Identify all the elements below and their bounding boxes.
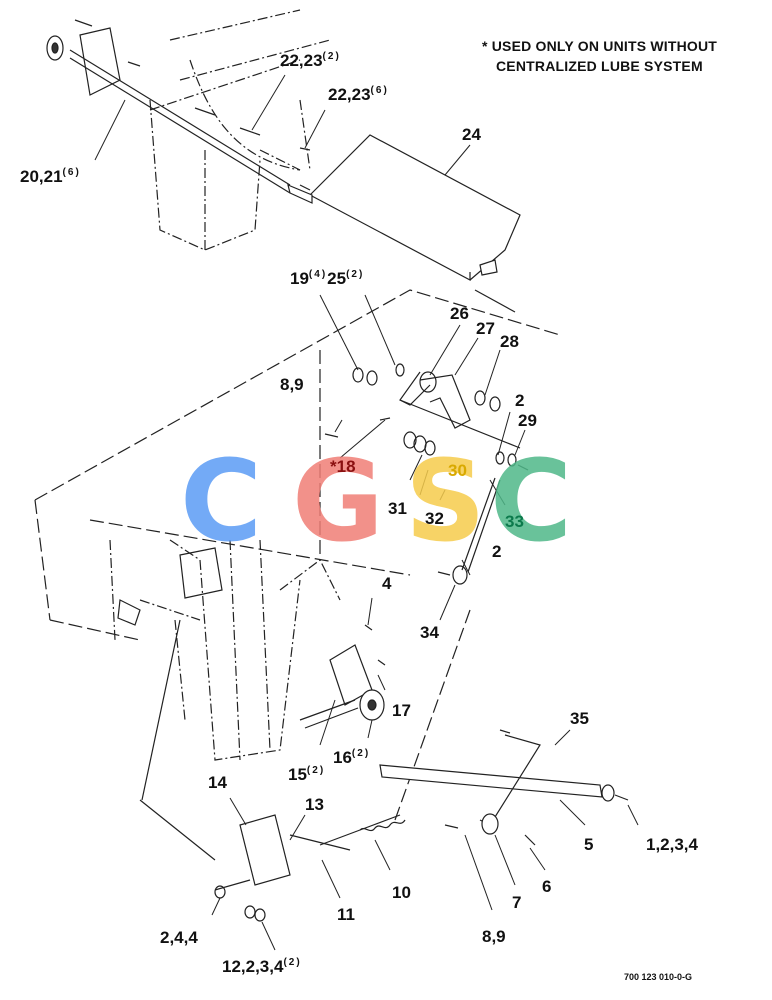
callout-31: 31 bbox=[388, 499, 407, 518]
callout-32: 32 bbox=[425, 509, 444, 528]
callout-35: 35 bbox=[570, 709, 589, 728]
idler-assembly bbox=[324, 363, 529, 585]
callout-19-25: 19(4)25(2) bbox=[290, 269, 365, 288]
callout-2-top: 2 bbox=[515, 391, 525, 410]
lower-bracket bbox=[299, 624, 386, 729]
callout-24: 24 bbox=[462, 125, 481, 144]
linkage-bar bbox=[379, 729, 629, 846]
top-shaft bbox=[46, 27, 311, 194]
shield-24 bbox=[287, 134, 521, 313]
usage-note-line1: * USED ONLY ON UNITS WITHOUT bbox=[482, 38, 718, 54]
callout-16: 16(2) bbox=[333, 748, 371, 767]
callout-33: 33 bbox=[505, 512, 524, 531]
watermark-letter: C bbox=[180, 437, 262, 567]
callout-26: 26 bbox=[450, 304, 469, 323]
callout-27: 27 bbox=[476, 319, 495, 338]
callout-18: *18 bbox=[330, 457, 356, 476]
callout-7: 7 bbox=[512, 893, 522, 912]
watermark-letter: C bbox=[490, 437, 572, 567]
callout-34: 34 bbox=[420, 623, 439, 642]
usage-note: * USED ONLY ON UNITS WITHOUT CENTRALIZED… bbox=[482, 36, 717, 76]
callout-22-23-a: 22,23(2) bbox=[280, 51, 341, 70]
callout-12-2-3-4: 12,2,3,4(2) bbox=[222, 957, 302, 976]
side-panel bbox=[34, 289, 561, 821]
callout-2-4-4: 2,4,4 bbox=[160, 928, 198, 947]
callout-29: 29 bbox=[518, 411, 537, 430]
callout-5: 5 bbox=[584, 835, 594, 854]
callout-30: 30 bbox=[448, 461, 467, 480]
callout-17: 17 bbox=[392, 701, 411, 720]
callout-6: 6 bbox=[542, 877, 552, 896]
watermark-letter: S bbox=[405, 437, 486, 567]
top-bolts bbox=[74, 19, 311, 151]
callout-28: 28 bbox=[500, 332, 519, 351]
callout-20-21: 20,21(6) bbox=[20, 167, 81, 186]
callout-8-9-bottom: 8,9 bbox=[482, 927, 506, 946]
callout-14: 14 bbox=[208, 773, 227, 792]
callout-15: 15(2) bbox=[288, 765, 326, 784]
upper-frame bbox=[149, 9, 331, 251]
drawing-code: 700 123 010-0-G bbox=[624, 972, 693, 982]
callout-13: 13 bbox=[305, 795, 324, 814]
usage-note-line2: CENTRALIZED LUBE SYSTEM bbox=[496, 58, 703, 74]
callout-1-2-3-4: 1,2,3,4 bbox=[646, 835, 698, 854]
leader-lines bbox=[94, 74, 639, 951]
callout-2-mid: 2 bbox=[492, 542, 502, 561]
callout-22-23-b: 22,23(6) bbox=[328, 85, 389, 104]
callout-11: 11 bbox=[337, 905, 355, 924]
callout-4: 4 bbox=[382, 574, 392, 593]
callout-8-9-top: 8,9 bbox=[280, 375, 304, 394]
inspection-plate bbox=[117, 547, 223, 626]
watermark: C G S C bbox=[180, 437, 572, 567]
upright-post bbox=[109, 539, 341, 761]
watermark-letter: G bbox=[292, 437, 384, 567]
callout-10: 10 bbox=[392, 883, 411, 902]
